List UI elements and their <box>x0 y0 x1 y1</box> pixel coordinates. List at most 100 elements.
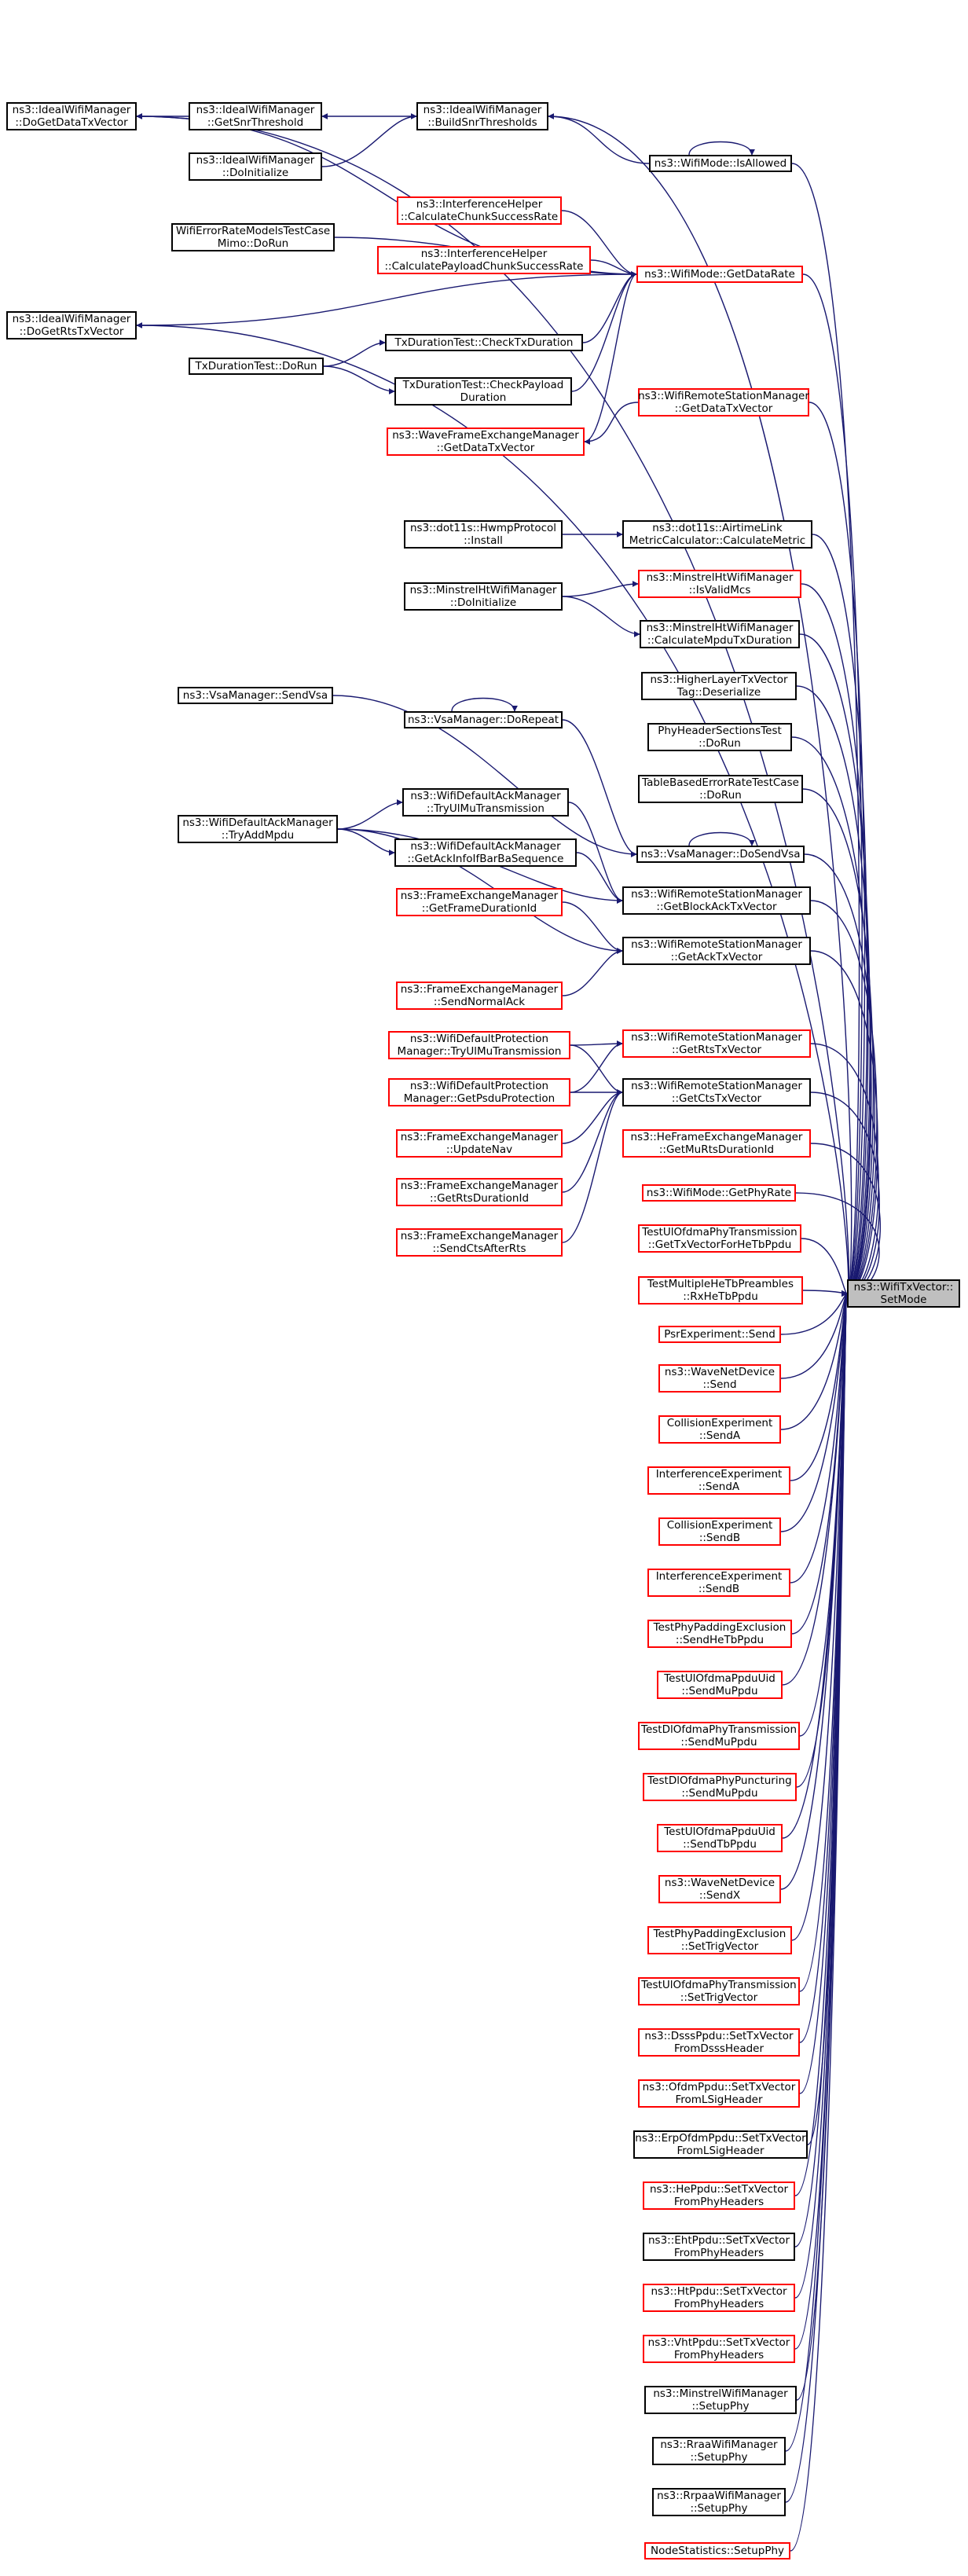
node-label-line1: TestUlOfdmaPhyTransmission <box>641 1979 797 1991</box>
node-tablebasederrorratetest-dorun[interactable]: TableBasedErrorRateTestCase::DoRun <box>638 775 803 803</box>
node-interferenceexperiment-senda[interactable]: InterferenceExperiment::SendA <box>647 1466 790 1495</box>
call-edge <box>337 799 403 830</box>
node-rraawifimanager-setupphy[interactable]: ns3::RraaWifiManager::SetupPhy <box>652 2437 786 2465</box>
node-fem-getframedurationid[interactable]: ns3::FrameExchangeManager::GetFrameDurat… <box>396 888 563 916</box>
node-wavenetdevice-sendx[interactable]: ns3::WaveNetDevice::SendX <box>658 1875 781 1903</box>
node-label-line2: ::GetFrameDurationId <box>421 902 537 915</box>
node-phyheadersectionstest-dorun[interactable]: PhyHeaderSectionsTest::DoRun <box>647 723 792 751</box>
node-label-line1: ns3::ErpOfdmPpdu::SetTxVector <box>635 2132 806 2145</box>
node-collisionexperiment-sendb[interactable]: CollisionExperiment::SendB <box>658 1517 781 1546</box>
call-edge <box>802 788 874 1297</box>
node-wavenetdevice-send[interactable]: ns3::WaveNetDevice::Send <box>658 1364 781 1393</box>
node-wifimode-isallowed[interactable]: ns3::WifiMode::IsAllowed <box>649 155 792 172</box>
node-testmultiplehetbpreambles-rxhetbppdu[interactable]: TestMultipleHeTbPreambles::RxHeTbPpdu <box>638 1276 803 1305</box>
node-label-line2: FromDsssHeader <box>673 2042 764 2055</box>
node-testulofdmaphytx-gettxvectorforhetbppdu[interactable]: TestUlOfdmaPhyTransmission::GetTxVectorF… <box>638 1224 801 1253</box>
node-hwmpprotocol-install[interactable]: ns3::dot11s::HwmpProtocol::Install <box>404 520 563 549</box>
node-label-line2: ::TryUlMuTransmission <box>427 802 544 815</box>
node-vsamanager-sendvsa[interactable]: ns3::VsaManager::SendVsa <box>178 687 333 704</box>
node-testphypaddingexclusion-settrigvector[interactable]: TestPhyPaddingExclusion::SetTrigVector <box>647 1926 792 1954</box>
node-wrsm-getblockacktxvector[interactable]: ns3::WifiRemoteStationManager::GetBlockA… <box>622 886 811 915</box>
node-wrsm-getctstxvector[interactable]: ns3::WifiRemoteStationManager::GetCtsTxV… <box>622 1078 811 1106</box>
node-label-line1: ns3::WifiMode::GetPhyRate <box>646 1187 792 1199</box>
node-testdlofdmaphytx-sendmuppdu[interactable]: TestDlOfdmaPhyTransmission::SendMuPpdu <box>638 1722 800 1750</box>
node-defaultackmanager-getackinfoifbarbasequence[interactable]: ns3::WifiDefaultAckManager::GetAckInfoIf… <box>394 838 577 867</box>
node-vsamanager-dosendvsa[interactable]: ns3::VsaManager::DoSendVsa <box>636 846 805 863</box>
node-ideal-doinitialize[interactable]: ns3::IdealWifiManager::DoInitialize <box>189 152 322 181</box>
node-label-line2: ::GetTxVectorForHeTbPpdu <box>647 1238 792 1251</box>
node-label-line2: ::Send <box>702 1378 737 1391</box>
node-interferenceexperiment-sendb[interactable]: InterferenceExperiment::SendB <box>647 1569 790 1597</box>
call-edge <box>582 271 637 343</box>
call-edge <box>785 1292 848 2452</box>
node-psrexperiment-send[interactable]: PsrExperiment::Send <box>658 1326 781 1343</box>
node-label-line1: ns3::dot11s::AirtimeLink <box>652 522 783 534</box>
node-label-line2: ::GetRtsDurationId <box>429 1192 530 1205</box>
node-defaultackmanager-tryulmutransmission[interactable]: ns3::WifiDefaultAckManager::TryUlMuTrans… <box>402 788 569 816</box>
node-wrsm-getacktxvector[interactable]: ns3::WifiRemoteStationManager::GetAckTxV… <box>622 937 811 965</box>
node-wrsm-getdatatxvector[interactable]: ns3::WifiRemoteStationManager::GetDataTx… <box>638 388 809 416</box>
node-minstrelht-calculatempdutxduration[interactable]: ns3::MinstrelHtWifiManager::CalculateMpd… <box>640 620 800 648</box>
node-minstrelht-isvalidmcs[interactable]: ns3::MinstrelHtWifiManager::IsValidMcs <box>638 570 801 598</box>
node-label-line1: TableBasedErrorRateTestCase <box>642 776 799 789</box>
node-testulofdmappduuid-sendmuppdu[interactable]: TestUlOfdmaPpduUid::SendMuPpdu <box>657 1671 783 1699</box>
node-label-line2: ::CalculatePayloadChunkSuccessRate <box>384 260 584 273</box>
node-label-line2: ::SetTrigVector <box>680 1940 759 1953</box>
node-vsamanager-dorepeat[interactable]: ns3::VsaManager::DoRepeat <box>404 711 563 728</box>
node-label-line2: ::SendNormalAck <box>433 996 526 1008</box>
call-edge <box>801 1238 848 1297</box>
node-testulofdmappduuid-sendtbppdu[interactable]: TestUlOfdmaPpduUid::SendTbPpdu <box>657 1824 783 1852</box>
node-fem-updatenav[interactable]: ns3::FrameExchangeManager::UpdateNav <box>396 1129 563 1158</box>
node-defaultackmanager-tryaddmpdu[interactable]: ns3::WifiDefaultAckManager::TryAddMpdu <box>178 815 338 843</box>
node-testulofdmaphytx-settrigvector[interactable]: TestUlOfdmaPhyTransmission::SetTrigVecto… <box>638 1977 800 2005</box>
node-label-line1: ns3::WaveNetDevice <box>664 1877 776 1889</box>
node-wifimode-getphyrate[interactable]: ns3::WifiMode::GetPhyRate <box>642 1184 796 1202</box>
node-testphypaddingexclusion-sendhetbppdu[interactable]: TestPhyPaddingExclusion::SendHeTbPpdu <box>647 1620 792 1648</box>
node-hefem-getmurtsdurationid[interactable]: ns3::HeFrameExchangeManager::GetMuRtsDur… <box>622 1129 811 1158</box>
node-fem-sendnormalack[interactable]: ns3::FrameExchangeManager::SendNormalAck <box>396 982 563 1010</box>
node-label-line2: ::IsValidMcs <box>688 584 751 596</box>
node-ideal-getsnrthreshold[interactable]: ns3::IdealWifiManager::GetSnrThreshold <box>189 102 322 130</box>
node-interferencehelper-chunksuccessrate[interactable]: ns3::InterferenceHelper::CalculateChunkS… <box>397 196 562 225</box>
node-nodestatistics-setupphy[interactable]: NodeStatistics::SetupPhy <box>644 2542 790 2559</box>
node-label-line2: ::SendX <box>698 1889 741 1902</box>
node-rrpaawifimanager-setupphy[interactable]: ns3::RrpaaWifiManager::SetupPhy <box>652 2488 786 2516</box>
node-label-line1: ns3::WifiMode::IsAllowed <box>654 157 787 170</box>
node-label-line2: ::SendMuPpdu <box>681 1787 758 1800</box>
node-ideal-dogetrtstxvector[interactable]: ns3::IdealWifiManager::DoGetRtsTxVector <box>6 311 137 339</box>
node-collisionexperiment-senda[interactable]: CollisionExperiment::SendA <box>658 1415 781 1444</box>
node-txdurationtest-dorun[interactable]: TxDurationTest::DoRun <box>189 358 324 375</box>
node-wrsm-getrtstxvector[interactable]: ns3::WifiRemoteStationManager::GetRtsTxV… <box>622 1029 811 1058</box>
node-label-line1: ns3::VsaManager::SendVsa <box>182 689 328 702</box>
call-edge <box>570 1040 623 1093</box>
node-txdurationtest-checktxduration[interactable]: TxDurationTest::CheckTxDuration <box>385 334 583 351</box>
node-ideal-dogetdatatxvector[interactable]: ns3::IdealWifiManager::DoGetDataTxVector <box>6 102 137 130</box>
call-edge <box>321 113 417 167</box>
node-label-line1: ns3::dot11s::HwmpProtocol <box>409 522 557 534</box>
node-label-line2: ::GetMuRtsDurationId <box>658 1143 775 1156</box>
node-interferencehelper-payloadchunksuccessrate[interactable]: ns3::InterferenceHelper::CalculatePayloa… <box>377 246 591 274</box>
node-fem-sendctsafterrts[interactable]: ns3::FrameExchangeManager::SendCtsAfterR… <box>396 1228 563 1257</box>
node-minstrelht-doinitialize[interactable]: ns3::MinstrelHtWifiManager::DoInitialize <box>404 582 563 611</box>
node-wavefem-getdatatxvector[interactable]: ns3::WaveFrameExchangeManager::GetDataTx… <box>387 427 585 456</box>
node-label-line2: ::GetSnrThreshold <box>207 116 304 129</box>
node-wifimode-getdatarate[interactable]: ns3::WifiMode::GetDataRate <box>636 266 803 283</box>
node-minstrelwifimanager-setupphy[interactable]: ns3::MinstrelWifiManager::SetupPhy <box>644 2386 797 2414</box>
node-ideal-buildsnrthresholds[interactable]: ns3::IdealWifiManager::BuildSnrThreshold… <box>416 102 548 130</box>
node-testdlofdmaphypuncturing-sendmuppdu[interactable]: TestDlOfdmaPhyPuncturing::SendMuPpdu <box>643 1773 797 1801</box>
node-label-line1: CollisionExperiment <box>666 1417 773 1429</box>
node-fem-getrtsdurationid[interactable]: ns3::FrameExchangeManager::GetRtsDuratio… <box>396 1178 563 1206</box>
